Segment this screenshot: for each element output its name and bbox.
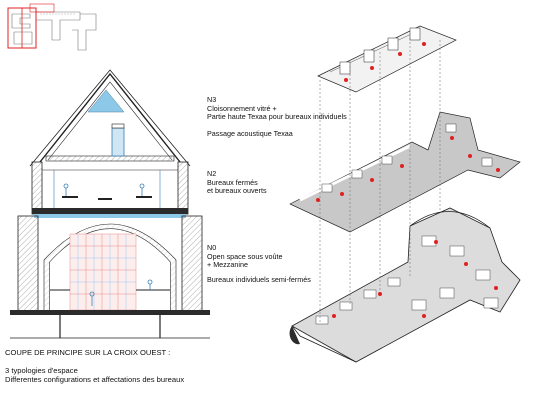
acoustic-grid-panel <box>69 233 137 311</box>
caption-line2: Differentes configurations et affectatio… <box>5 375 185 384</box>
exploded-axonometric <box>289 25 521 363</box>
label-n0-line2: + Mezzanine <box>207 260 248 270</box>
label-n0: N0 Open space sous voûte + Mezzanine Bur… <box>207 243 311 284</box>
axo-level-n3 <box>317 25 457 93</box>
axo-level-n0 <box>289 207 521 363</box>
label-n2-line2: et bureaux ouverts <box>207 186 267 196</box>
label-n3-line3: Passage acoustique Texaa <box>207 128 293 138</box>
label-n2-level: N2 <box>207 169 217 178</box>
label-n0-line1: Open space sous voûte <box>207 251 283 261</box>
label-n2-line1: Bureaux fermés <box>207 177 258 187</box>
caption-line1: 3 typologies d'espace <box>5 366 78 375</box>
label-n2: N2 Bureaux fermés et bureaux ouverts <box>207 169 267 196</box>
label-n0-line3: Bureaux individuels semi-fermés <box>207 274 311 284</box>
caption-title: COUPE DE PRINCIPE SUR LA CROIX OUEST : <box>5 348 171 357</box>
label-n3-line1: Cloisonnement vitré + <box>207 103 277 113</box>
label-n0-level: N0 <box>207 243 217 252</box>
label-n3: N3 Cloisonnement vitré + Partie haute Te… <box>207 95 347 138</box>
label-n3-level: N3 <box>207 95 217 104</box>
key-plan-thumbnail <box>7 3 97 51</box>
axo-level-n2 <box>289 111 521 233</box>
cross-section-drawing <box>10 69 210 339</box>
label-n3-line2: Partie haute Texaa pour bureaux individu… <box>207 112 347 122</box>
projection-lines <box>319 38 441 322</box>
